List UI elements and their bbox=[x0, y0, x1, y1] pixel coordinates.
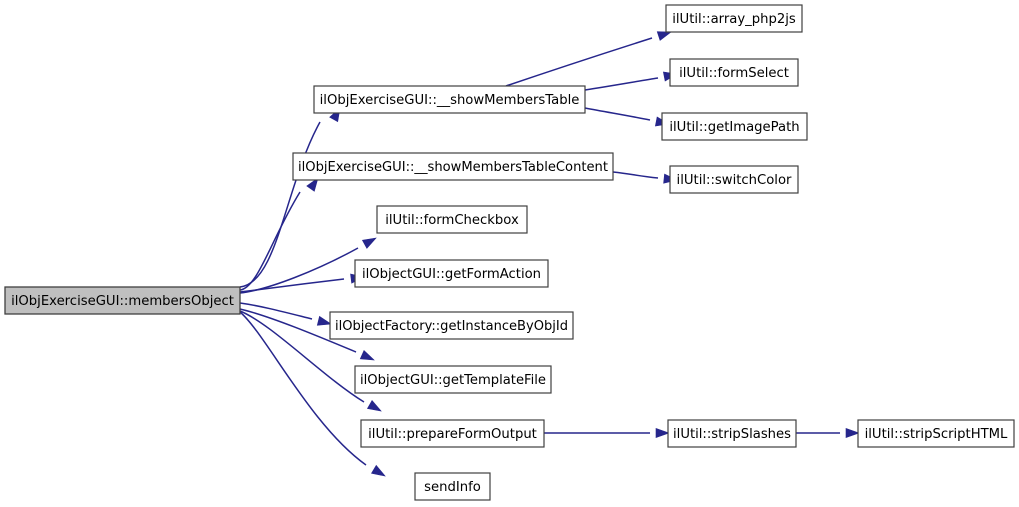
node-label: ilUtil::array_php2js bbox=[672, 12, 796, 27]
node-label: sendInfo bbox=[424, 480, 481, 495]
node-box[interactable] bbox=[4, 286, 241, 315]
edge-arrowhead-icon bbox=[361, 237, 377, 249]
edge-arrowhead-icon bbox=[655, 427, 670, 439]
node-label: ilObjectFactory::getInstanceByObjId bbox=[335, 319, 568, 334]
edge-line bbox=[239, 308, 357, 353]
node-box[interactable] bbox=[354, 259, 549, 288]
node-label: ilUtil::switchColor bbox=[677, 173, 792, 188]
node-box[interactable] bbox=[669, 58, 799, 87]
edge-arrowhead-icon bbox=[656, 31, 672, 41]
edge-arrowhead-icon bbox=[371, 464, 386, 477]
edge-line bbox=[584, 77, 659, 91]
edge-line bbox=[239, 121, 321, 288]
edge-line bbox=[584, 107, 651, 121]
node-box[interactable] bbox=[313, 85, 586, 114]
graph-node-getImagePath[interactable]: ilUtil::getImagePath bbox=[661, 112, 808, 141]
nodes-layer: ilObjExerciseGUI::membersObject ilObjExer… bbox=[4, 4, 1015, 501]
node-label: ilUtil::formSelect bbox=[679, 66, 789, 81]
graph-node-stripSlashes[interactable]: ilUtil::stripSlashes bbox=[667, 419, 797, 448]
edge-showMembersTable-to-array_php2js bbox=[505, 31, 672, 87]
graph-node-switchColor[interactable]: ilUtil::switchColor bbox=[669, 165, 799, 194]
edge-arrowhead-icon bbox=[366, 399, 382, 412]
node-label: ilUtil::formCheckbox bbox=[385, 213, 519, 228]
node-label: ilObjExerciseGUI::__showMembersTableCont… bbox=[298, 160, 608, 175]
node-box[interactable] bbox=[414, 472, 491, 501]
edge-membersObject-to-getTemplateFile bbox=[239, 308, 375, 361]
node-label: ilObjectGUI::getTemplateFile bbox=[360, 373, 546, 388]
edge-line bbox=[239, 302, 313, 320]
edge-membersObject-to-showMembersTable bbox=[239, 107, 341, 288]
graph-node-membersObject[interactable]: ilObjExerciseGUI::membersObject bbox=[4, 286, 241, 315]
edge-membersObject-to-showMembersTableContent bbox=[239, 177, 319, 291]
graph-node-getTemplateFile[interactable]: ilObjectGUI::getTemplateFile bbox=[354, 365, 552, 394]
graph-node-sendInfo[interactable]: sendInfo bbox=[414, 472, 491, 501]
edge-membersObject-to-prepareFormOutput bbox=[239, 310, 382, 412]
node-box[interactable] bbox=[360, 419, 545, 448]
edge-line bbox=[239, 310, 365, 403]
node-box[interactable] bbox=[857, 419, 1015, 448]
edge-arrowhead-icon bbox=[316, 315, 332, 326]
edge-line bbox=[239, 311, 367, 466]
edge-arrowhead-icon bbox=[306, 177, 319, 192]
node-label: ilObjectGUI::getFormAction bbox=[362, 267, 541, 282]
edge-showMembersTable-to-formSelect bbox=[584, 71, 678, 91]
edge-arrowhead-icon bbox=[845, 427, 860, 439]
node-box[interactable] bbox=[667, 419, 797, 448]
edge-membersObject-to-sendInfo bbox=[239, 311, 386, 477]
edge-showMembersTable-to-getImagePath bbox=[584, 107, 670, 127]
graph-node-showMembersTableContent[interactable]: ilObjExerciseGUI::__showMembersTableCont… bbox=[292, 152, 614, 181]
graph-node-prepareFormOutput[interactable]: ilUtil::prepareFormOutput bbox=[360, 419, 545, 448]
graph-node-getInstanceByObjId[interactable]: ilObjectFactory::getInstanceByObjId bbox=[329, 311, 574, 340]
edge-membersObject-to-getInstanceByObjId bbox=[239, 302, 332, 326]
edge-line bbox=[239, 191, 301, 291]
graph-node-formSelect[interactable]: ilUtil::formSelect bbox=[669, 58, 799, 87]
node-label: ilObjExerciseGUI::__showMembersTable bbox=[320, 93, 580, 108]
node-label: ilUtil::prepareFormOutput bbox=[368, 427, 537, 442]
node-label: ilUtil::stripSlashes bbox=[673, 427, 791, 442]
edge-line bbox=[239, 247, 359, 294]
node-box[interactable] bbox=[661, 112, 808, 141]
node-label: ilObjExerciseGUI::membersObject bbox=[11, 294, 234, 309]
node-box[interactable] bbox=[669, 165, 799, 194]
node-box[interactable] bbox=[329, 311, 574, 340]
graph-node-array_php2js[interactable]: ilUtil::array_php2js bbox=[665, 4, 803, 33]
edge-line bbox=[505, 37, 653, 87]
graph-node-formCheckbox[interactable]: ilUtil::formCheckbox bbox=[376, 205, 528, 234]
node-box[interactable] bbox=[376, 205, 528, 234]
node-label: ilUtil::stripScriptHTML bbox=[865, 427, 1008, 442]
node-label: ilUtil::getImagePath bbox=[669, 120, 799, 135]
node-box[interactable] bbox=[665, 4, 803, 33]
edge-stripSlashes-to-stripScriptHTML bbox=[795, 427, 860, 439]
graph-node-getFormAction[interactable]: ilObjectGUI::getFormAction bbox=[354, 259, 549, 288]
node-box[interactable] bbox=[354, 365, 552, 394]
node-box[interactable] bbox=[292, 152, 614, 181]
edge-line bbox=[239, 278, 345, 293]
edge-prepareFormOutput-to-stripSlashes bbox=[543, 427, 670, 439]
edge-showMembersTableContent-to-switchColor bbox=[612, 171, 678, 184]
edge-line bbox=[612, 171, 659, 179]
graph-node-showMembersTable[interactable]: ilObjExerciseGUI::__showMembersTable bbox=[313, 85, 586, 114]
edge-arrowhead-icon bbox=[359, 350, 375, 361]
graph-node-stripScriptHTML[interactable]: ilUtil::stripScriptHTML bbox=[857, 419, 1015, 448]
